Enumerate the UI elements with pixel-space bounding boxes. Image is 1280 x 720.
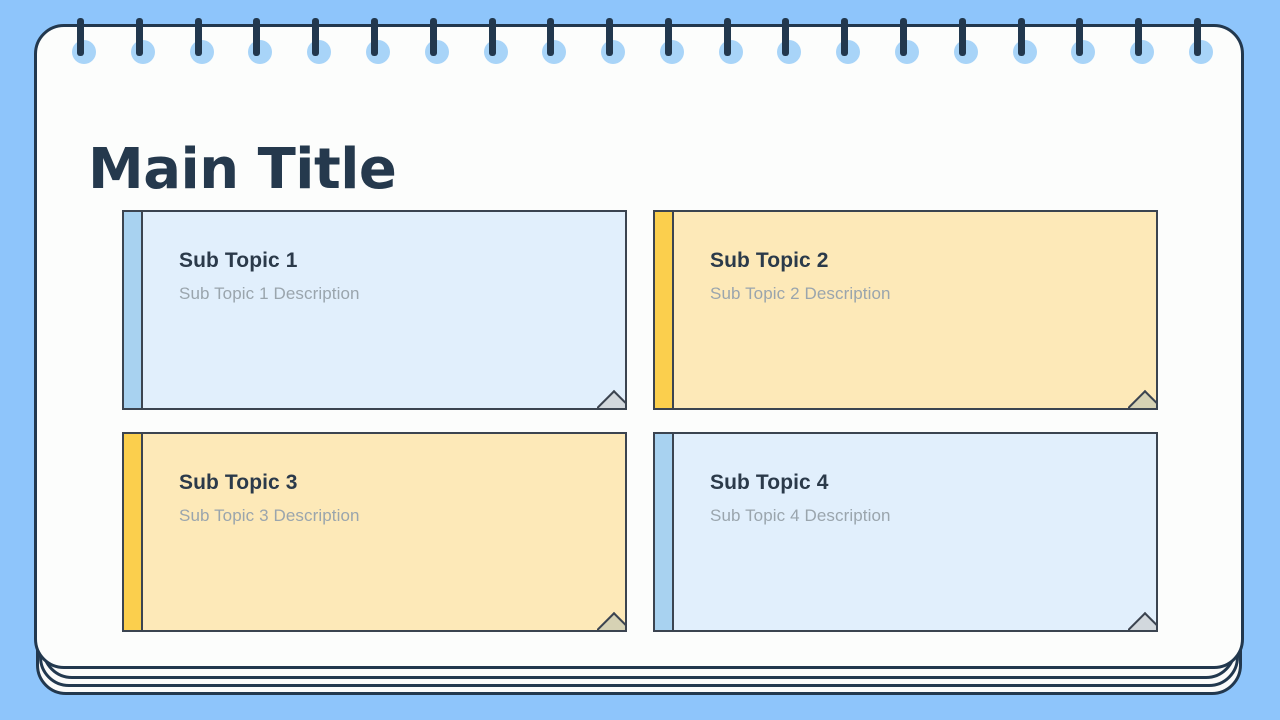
card-body: Sub Topic 2 Sub Topic 2 Description [672, 210, 1158, 410]
card-title: Sub Topic 4 [710, 471, 829, 494]
card-sub-topic-4[interactable]: Sub Topic 4 Sub Topic 4 Description [653, 432, 1158, 632]
card-sub-topic-2[interactable]: Sub Topic 2 Sub Topic 2 Description [653, 210, 1158, 410]
folded-corner-icon [1128, 389, 1156, 408]
card-description: Sub Topic 3 Description [179, 506, 360, 526]
card-accent-bar [122, 210, 141, 410]
card-folded-corner [597, 602, 625, 630]
card-accent-bar [122, 432, 141, 632]
card-sub-topic-3[interactable]: Sub Topic 3 Sub Topic 3 Description [122, 432, 627, 632]
card-body: Sub Topic 3 Sub Topic 3 Description [141, 432, 627, 632]
card-title: Sub Topic 3 [179, 471, 298, 494]
page-title: Main Title [88, 136, 397, 202]
card-title: Sub Topic 1 [179, 249, 298, 272]
card-description: Sub Topic 2 Description [710, 284, 891, 304]
card-title: Sub Topic 2 [710, 249, 829, 272]
card-accent-bar [653, 210, 672, 410]
card-body: Sub Topic 4 Sub Topic 4 Description [672, 432, 1158, 632]
folded-corner-icon [597, 611, 625, 630]
card-folded-corner [1128, 602, 1156, 630]
card-sub-topic-1[interactable]: Sub Topic 1 Sub Topic 1 Description [122, 210, 627, 410]
card-accent-bar [653, 432, 672, 632]
folded-corner-icon [1128, 611, 1156, 630]
card-description: Sub Topic 1 Description [179, 284, 360, 304]
card-folded-corner [597, 380, 625, 408]
folded-corner-icon [597, 389, 625, 408]
card-description: Sub Topic 4 Description [710, 506, 891, 526]
card-body: Sub Topic 1 Sub Topic 1 Description [141, 210, 627, 410]
card-folded-corner [1128, 380, 1156, 408]
slide-content: Main Title Sub Topic 1 Sub Topic 1 Descri… [34, 24, 1244, 669]
